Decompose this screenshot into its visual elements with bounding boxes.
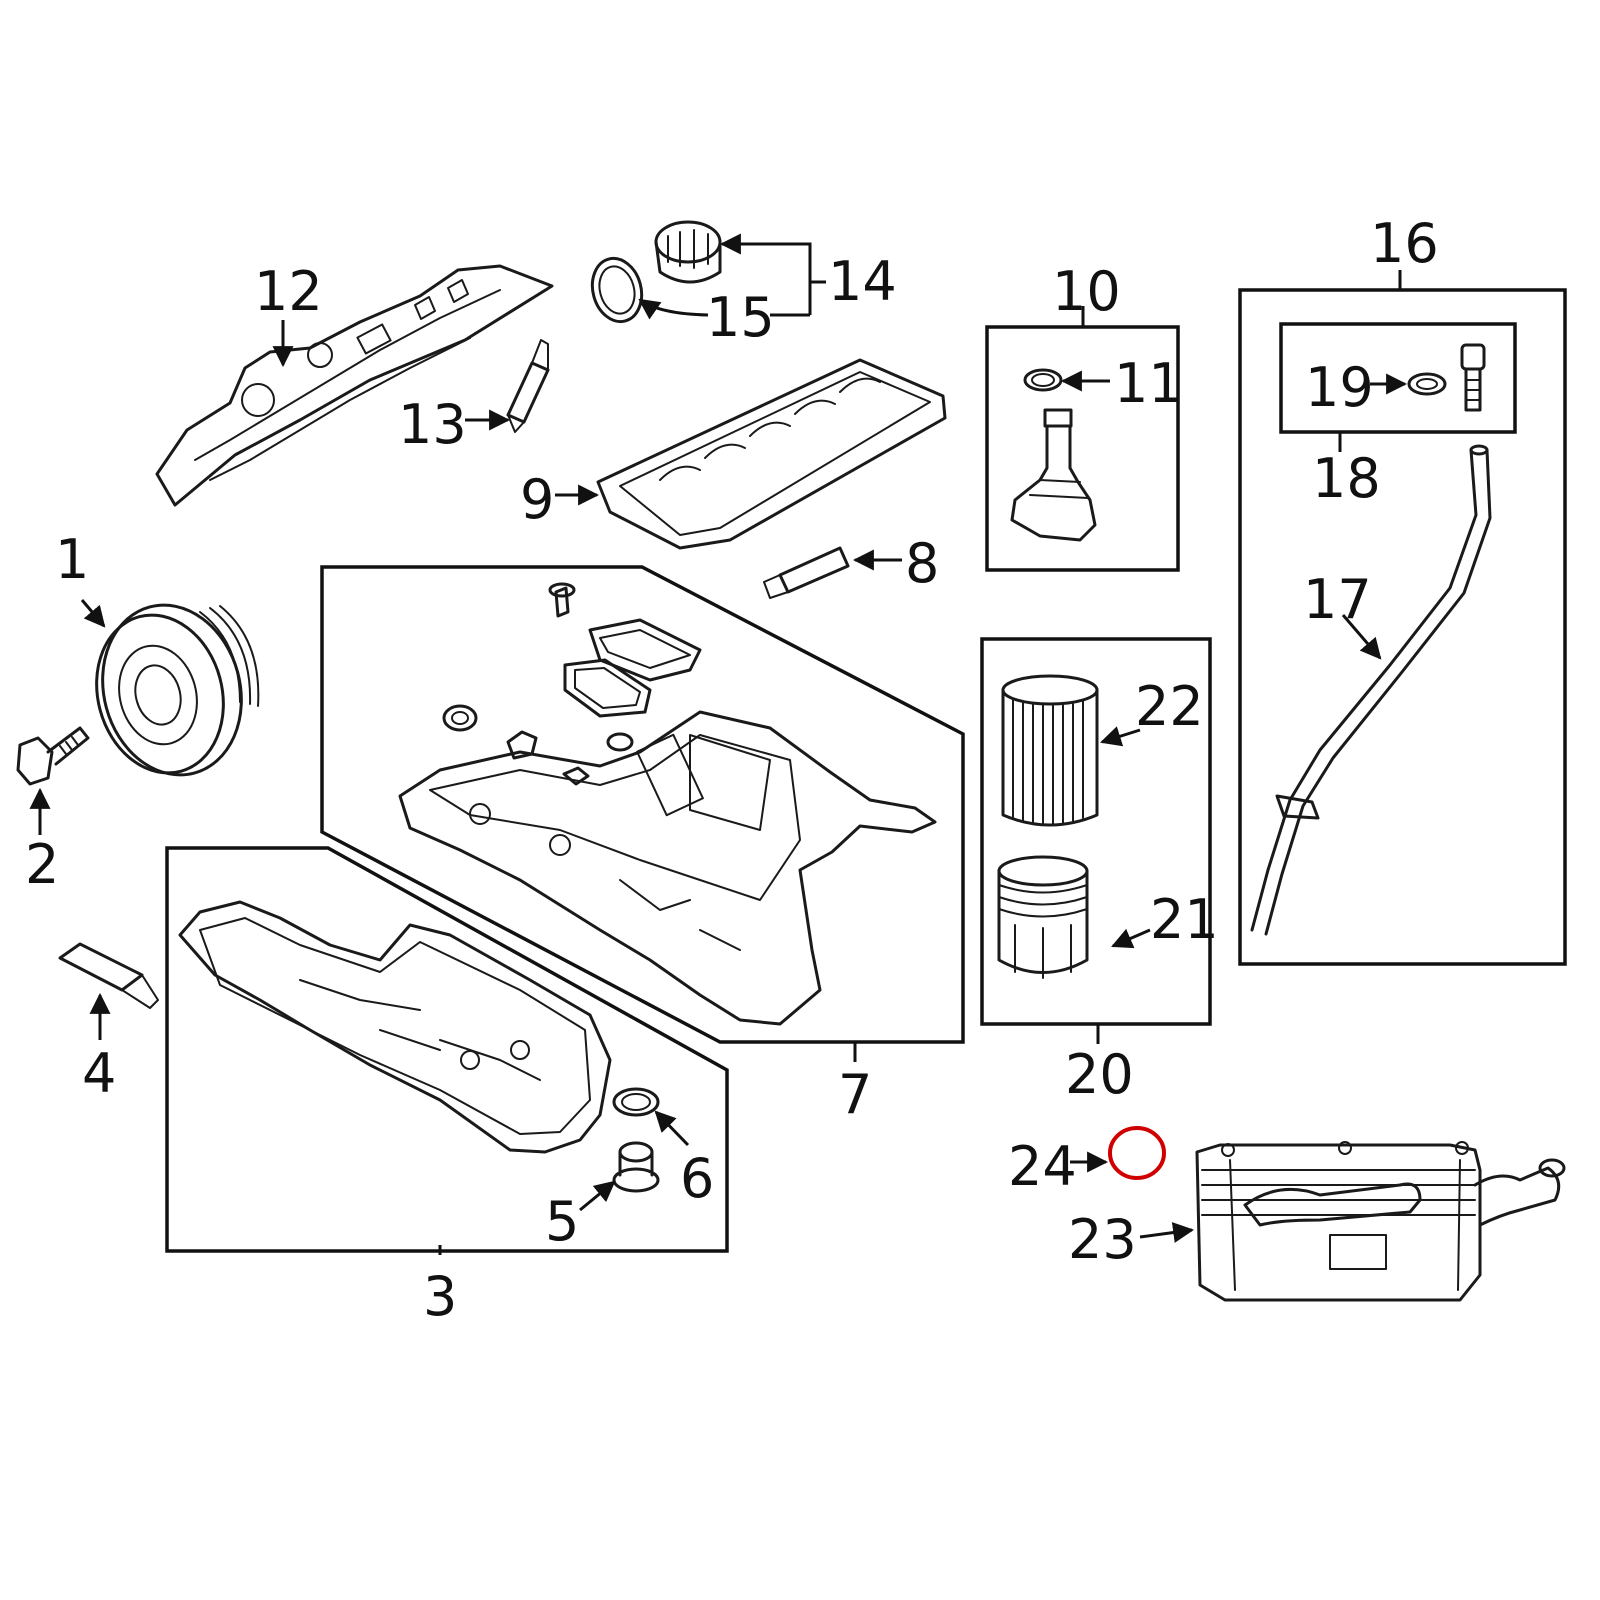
leader-22 — [1099, 726, 1141, 747]
group-box-3 — [165, 846, 729, 1253]
group-box-18 — [1279, 322, 1517, 434]
leader-15 — [640, 300, 810, 315]
callout-9: 9 — [520, 468, 554, 531]
part-9-gasket — [596, 358, 947, 550]
part-3-oil-pan-lower — [178, 900, 660, 1193]
callout-1: 1 — [55, 528, 89, 591]
group-box-7 — [320, 565, 965, 1044]
part-6-seal — [612, 1087, 660, 1117]
callout-12: 12 — [254, 260, 323, 323]
leader-17 — [1341, 614, 1382, 660]
group-box-20 — [980, 637, 1212, 1026]
callout-17: 17 — [1303, 568, 1372, 631]
part-21-filter-cap — [997, 855, 1089, 979]
callout-labels: 1 2 3 4 5 6 7 8 9 10 11 12 13 14 15 16 1… — [25, 212, 1439, 1328]
part-4-sleeve — [58, 942, 159, 1009]
part-12-valve-cover — [155, 264, 554, 507]
leader-23 — [1139, 1222, 1195, 1243]
part-24-highlight-ring — [1108, 1126, 1166, 1180]
part-13-sleeve — [506, 339, 550, 433]
part-15-cap-seal — [590, 256, 644, 324]
callout-22: 22 — [1135, 675, 1204, 738]
callout-4: 4 — [82, 1042, 116, 1105]
leader-1 — [80, 599, 106, 628]
part-14-filler-cap — [654, 220, 722, 284]
part-22-filter-element — [1001, 674, 1099, 827]
leader-14 — [719, 233, 812, 315]
part-1-pulley — [95, 603, 260, 777]
part-18-fitting — [1460, 343, 1486, 412]
part-10-filter-housing — [1010, 368, 1097, 542]
callout-3: 3 — [423, 1265, 457, 1328]
part-19-oring — [1407, 372, 1447, 396]
callout-14: 14 — [828, 250, 897, 313]
part-17-dipstick-tube — [1250, 444, 1492, 936]
callout-21: 21 — [1150, 888, 1219, 951]
leader-6 — [654, 1110, 690, 1147]
part-5-drain-plug — [618, 1141, 654, 1163]
group-box-16 — [1238, 288, 1567, 966]
callout-16: 16 — [1370, 212, 1439, 275]
callout-23: 23 — [1068, 1208, 1137, 1271]
part-23-oil-cooler — [1195, 1141, 1566, 1302]
leader-lines — [29, 233, 1408, 1255]
callout-8: 8 — [905, 532, 939, 595]
callout-15: 15 — [706, 286, 775, 349]
callout-19: 19 — [1305, 356, 1374, 419]
leader-21 — [1111, 928, 1151, 949]
part-7-oil-pan-upper — [398, 582, 937, 1026]
callout-2: 2 — [25, 833, 59, 896]
callout-18: 18 — [1312, 447, 1381, 510]
callout-6: 6 — [680, 1147, 714, 1210]
callout-10: 10 — [1052, 260, 1121, 323]
callout-13: 13 — [398, 393, 467, 456]
leader-5 — [579, 1180, 616, 1212]
callout-11: 11 — [1114, 352, 1183, 415]
callout-7: 7 — [838, 1063, 872, 1126]
callout-20: 20 — [1065, 1043, 1134, 1106]
callout-5: 5 — [545, 1190, 579, 1253]
part-8-sleeve — [763, 546, 850, 599]
part-2-bolt — [16, 726, 90, 786]
callout-24: 24 — [1008, 1135, 1077, 1198]
part-24-seal — [1108, 1126, 1166, 1180]
